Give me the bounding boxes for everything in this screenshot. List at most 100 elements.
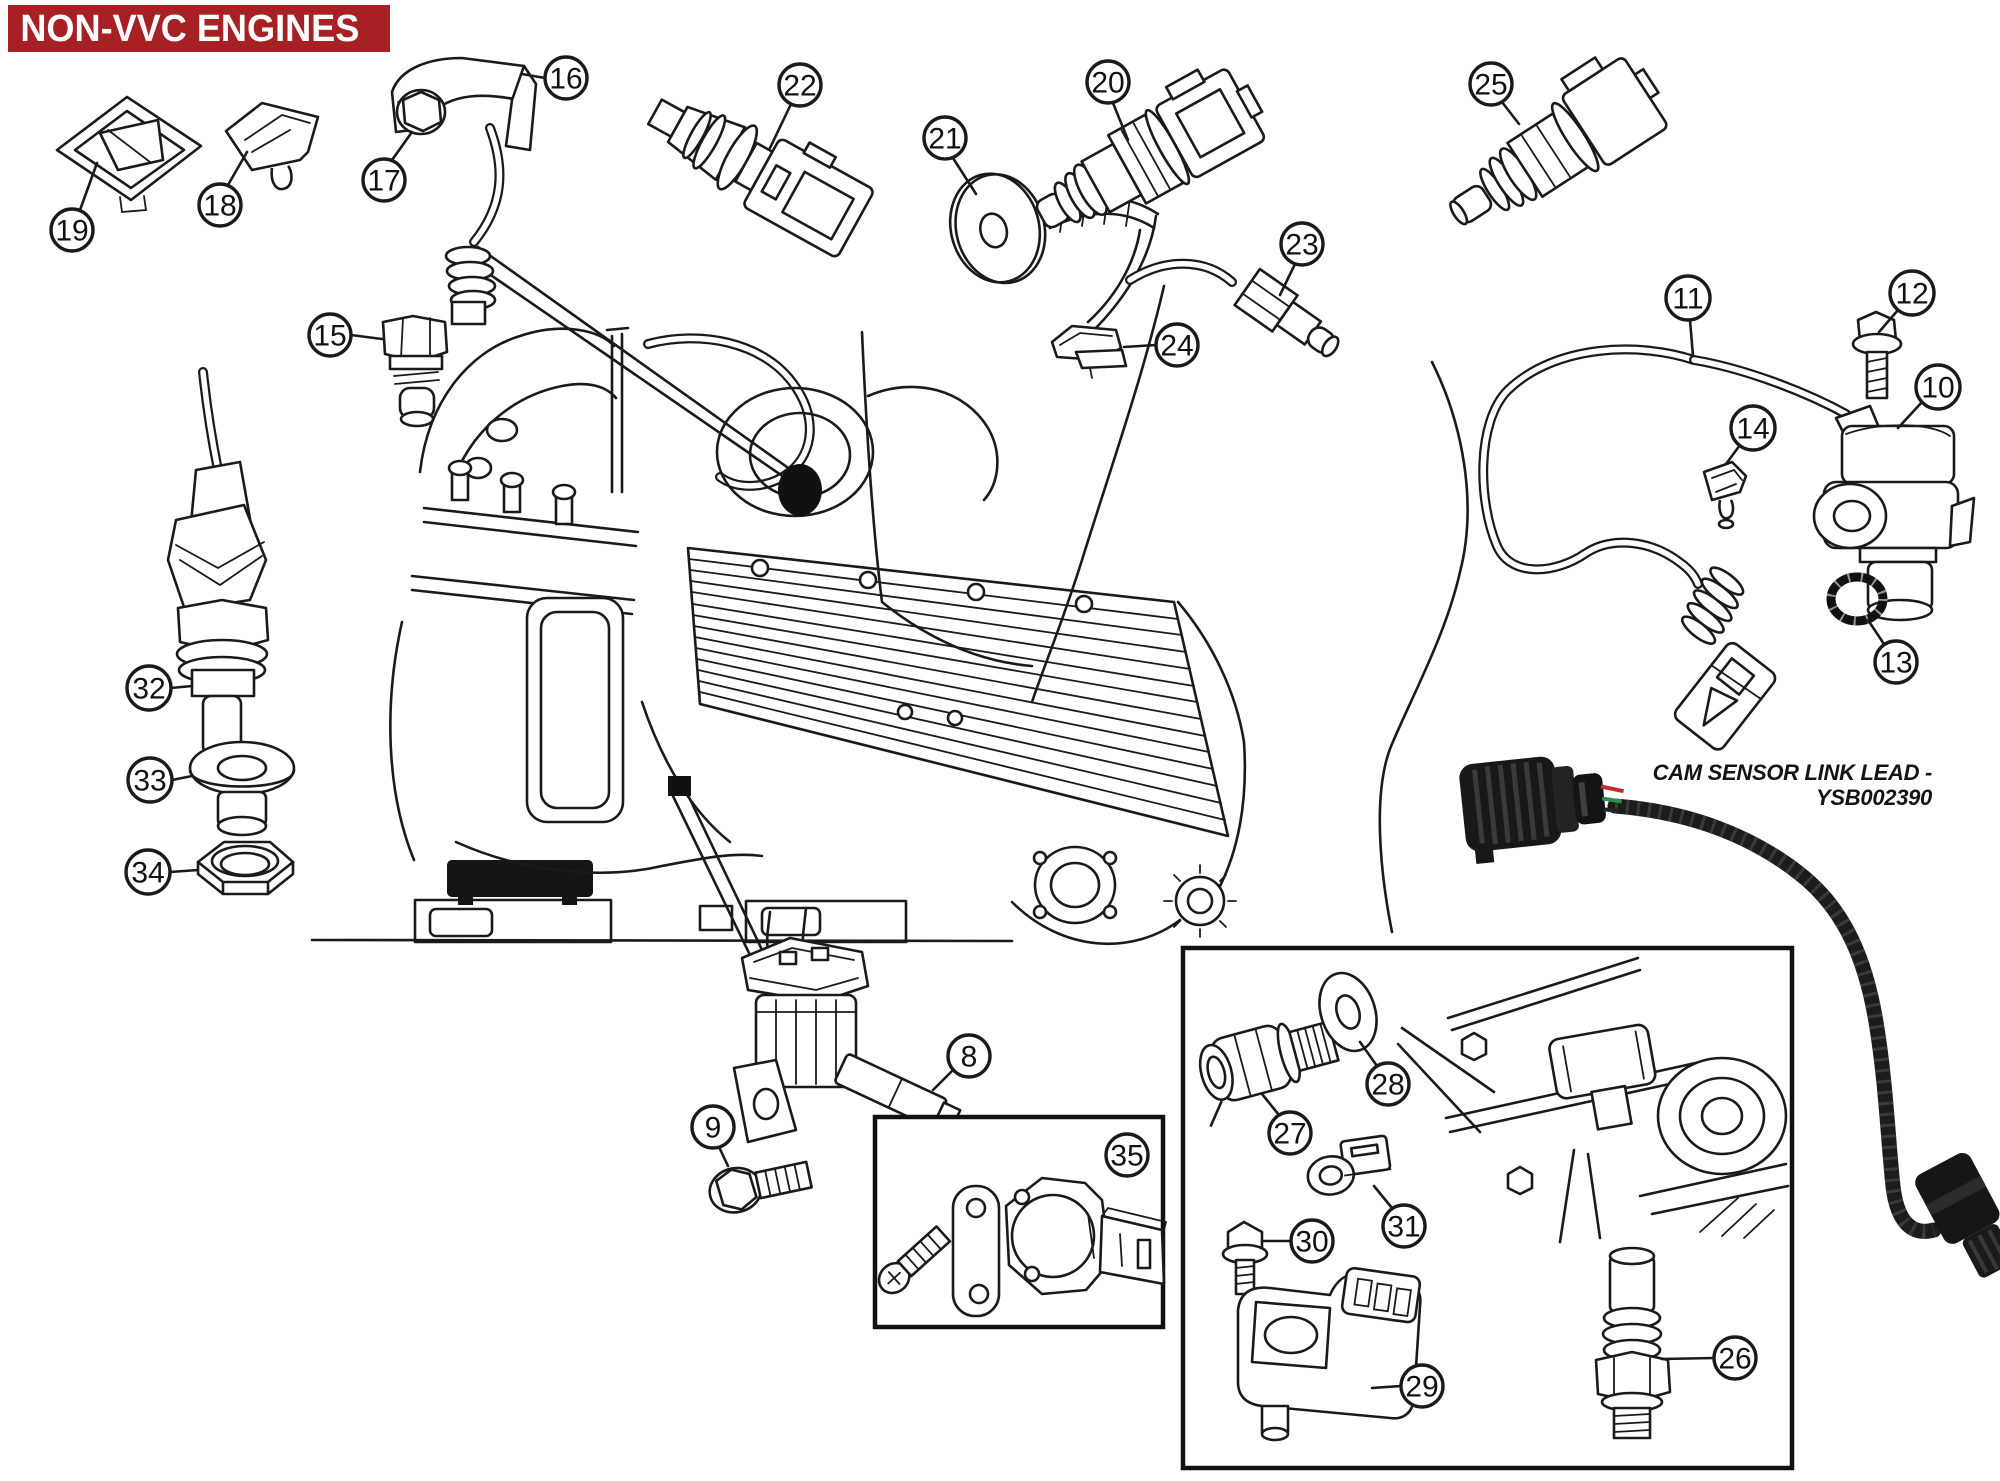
callout-21: 21 [922, 115, 978, 196]
callout-23-number: 23 [1285, 229, 1318, 262]
callout-11-leader-line [1688, 318, 1695, 358]
callout-14-circle [1729, 404, 1777, 452]
lead-connector-photo [1459, 756, 1624, 864]
part-34-nut [196, 840, 295, 896]
part-25-temperature-sensor [1449, 56, 1668, 226]
callout-13-leader-line [1866, 618, 1886, 646]
part-15-oxygen-sensor [381, 123, 505, 428]
callout-30-circle [1289, 1218, 1335, 1264]
part-21-washer [948, 172, 1047, 285]
callout-21-number: 21 [928, 123, 961, 156]
callout-25: 25 [1468, 61, 1521, 126]
callout-27-leader-line [1260, 1092, 1281, 1117]
callout-13-number: 13 [1879, 647, 1912, 680]
callout-11-number: 11 [1672, 283, 1703, 316]
cam-lead-label-line2: YSB002390 [1816, 785, 1932, 810]
callout-34-circle [124, 848, 172, 896]
part-12-bolt [1851, 310, 1903, 400]
callout-13-circle [1873, 639, 1919, 685]
callout-8: 8 [931, 1033, 992, 1092]
black-square-marker [668, 776, 691, 796]
callout-17: 17 [361, 130, 414, 203]
cam-sensor-link-lead-label: CAM SENSOR LINK LEAD - YSB002390 [1500, 760, 1933, 810]
callout-29: 29 [1370, 1363, 1445, 1409]
part-22-temperature-sensor [646, 98, 874, 258]
part-9-bolt [708, 1160, 813, 1214]
part-23-crank-sensor [1125, 258, 1340, 358]
callout-14-number: 14 [1736, 413, 1769, 446]
callout-17-leader-line [390, 130, 414, 162]
engine-illustration [310, 195, 1469, 945]
callout-8-circle [946, 1033, 992, 1079]
callout-23-circle [1279, 221, 1325, 267]
part-11-cam-sensor-harness [1478, 344, 1851, 751]
callout-30-number: 30 [1295, 1226, 1328, 1259]
callout-20-leader-line [1111, 101, 1130, 142]
engine-bay-inset-illustration [1396, 956, 1790, 1244]
part-14-clip [1702, 460, 1748, 530]
callout-22-number: 22 [783, 70, 816, 103]
callout-18-leader-line [226, 150, 249, 187]
callout-18-circle [197, 182, 243, 228]
callout-19-circle [49, 207, 95, 253]
callout-30: 30 [1262, 1218, 1335, 1264]
part-18-clip [224, 101, 320, 191]
callout-8-number: 8 [961, 1041, 978, 1074]
callout-19: 19 [49, 161, 99, 253]
part-19-grommet-plate [55, 95, 203, 213]
callout-22: 22 [768, 62, 823, 150]
callout-9-leader-line [717, 1145, 730, 1168]
part-28-sealing-washer [1318, 971, 1378, 1053]
callout-26-number: 26 [1718, 1343, 1751, 1376]
callout-16-circle [543, 55, 589, 101]
callout-9: 9 [690, 1104, 736, 1168]
callout-28-number: 28 [1371, 1069, 1404, 1102]
callout-26-leader-line [1660, 1356, 1716, 1361]
ecu-block [447, 860, 593, 905]
callout-33-circle [126, 756, 174, 804]
callout-27: 27 [1260, 1092, 1313, 1156]
callout-22-leader-line [768, 102, 793, 150]
part-35-throttle-position-sensor-kit [877, 1176, 1168, 1318]
callout-24-leader-line [1122, 343, 1158, 349]
callout-28-leader-line [1358, 1040, 1379, 1068]
callout-14-leader-line [1724, 443, 1742, 466]
callout-12-number: 12 [1895, 278, 1928, 311]
lead-end-connector-photo [1915, 1152, 2000, 1278]
callout-20: 20 [1085, 59, 1131, 142]
part-24-clip [1050, 324, 1128, 379]
callout-9-number: 9 [705, 1112, 722, 1145]
callout-14: 14 [1724, 404, 1777, 466]
callout-10-circle [1914, 363, 1962, 411]
callout-20-circle [1085, 59, 1131, 105]
part-10-cam-sensor [1812, 404, 1976, 622]
callout-10-leader-line [1896, 400, 1924, 430]
callout-15: 15 [307, 312, 384, 358]
callout-21-circle [922, 115, 968, 161]
part-29-map-sensor [1236, 1266, 1422, 1442]
callout-32-leader-line [169, 684, 194, 690]
callout-16-leader-line [520, 72, 547, 80]
callout-11: 11 [1664, 274, 1712, 358]
callout-33-number: 33 [133, 765, 166, 798]
callout-31: 31 [1372, 1184, 1427, 1249]
callout-34-leader-line [168, 868, 200, 874]
part-8-purge-valve [732, 906, 962, 1144]
part-33-adapter-bush [188, 740, 296, 837]
callout-17-circle [361, 157, 407, 203]
part-20-temperature-sensor [1035, 68, 1266, 229]
callout-12-circle [1888, 269, 1936, 317]
callout-32-number: 32 [132, 673, 165, 706]
callout-28: 28 [1358, 1040, 1411, 1107]
callout-8-leader-line [931, 1068, 955, 1092]
callout-22-circle [777, 62, 823, 108]
cam-sensor-link-lead-photo [1459, 756, 2000, 1278]
callout-20-number: 20 [1091, 67, 1124, 100]
cam-lead-label-line1: CAM SENSOR LINK LEAD - [1652, 760, 1933, 785]
callout-16-number: 16 [549, 63, 582, 96]
callout-32-circle [125, 664, 173, 712]
location-markers [464, 245, 822, 986]
callout-17-number: 17 [367, 165, 400, 198]
